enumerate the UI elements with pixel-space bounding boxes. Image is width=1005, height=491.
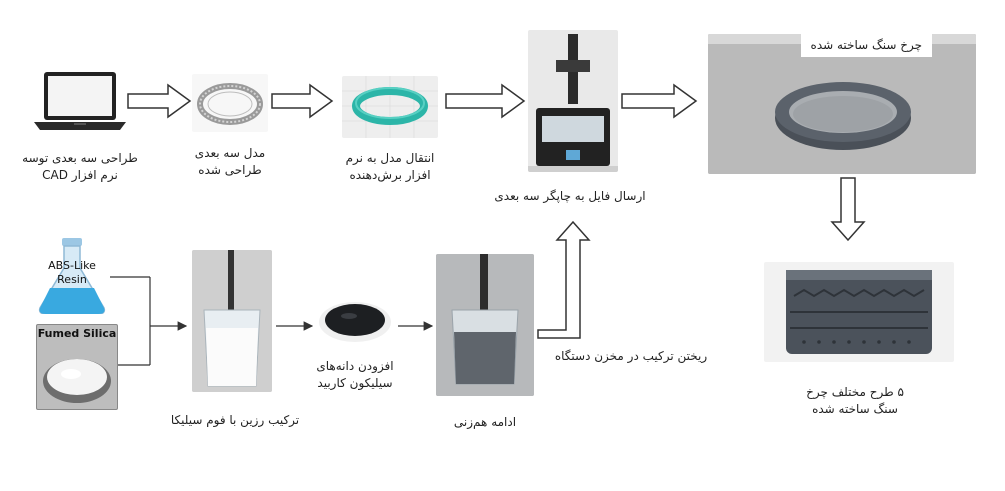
model-label: مدل سه بعدی طراحی شده [170, 145, 290, 179]
slicer-label: انتقال مدل به نرم افزار برش‌دهنده [320, 150, 460, 184]
wheel-label: چرخ سنگ ساخته شده [800, 34, 932, 57]
grinding-wheel-image: چرخ سنگ ساخته شده [708, 34, 976, 174]
slicer-model-image [342, 76, 438, 138]
hollow-arrow-pour-to-printer [537, 220, 591, 339]
laptop-icon [34, 70, 126, 134]
sic-label-line-1: افزودن دانه‌های [316, 359, 394, 373]
model-label-line-2: طراحی شده [198, 163, 262, 177]
hollow-arrow-printer-to-wheel [621, 83, 698, 119]
sic-label: افزودن دانه‌های سیلیکون کاربید [300, 358, 410, 392]
sic-label-line-2: سیلیکون کاربید [317, 376, 393, 390]
resin-flask-text-line-1: ABS-Like [48, 259, 96, 272]
resin-flask-text-line-2: Resin [57, 273, 87, 286]
slicer-label-line-1: انتقال مدل به نرم [345, 151, 435, 165]
printer-label: ارسال فایل به چاپگر سه بعدی [494, 189, 646, 203]
silica-title: Fumed Silica [37, 327, 117, 340]
mix-label: ترکیب رزین با فوم سیلیکا [170, 413, 300, 427]
resin-flask-text: ABS-Like Resin [34, 259, 110, 287]
designs-label-line-2: سنگ ساخته شده [812, 402, 898, 416]
model-label-line-1: مدل سه بعدی [194, 146, 266, 160]
designs-label: ۵ طرح مختلف چرخ سنگ ساخته شده [770, 384, 940, 418]
resin-mixing-image [192, 250, 272, 392]
stir-label: ادامه هم‌زنی [453, 415, 517, 429]
hollow-arrow-laptop-to-model [127, 83, 192, 119]
hollow-arrow-model-to-slicer [271, 83, 334, 119]
wheel-designs-image [764, 262, 954, 362]
continued-stirring-image [436, 254, 534, 396]
fumed-silica-image: Fumed Silica [36, 324, 118, 410]
bracket-resin-silica [110, 276, 188, 366]
3d-printer-image [528, 30, 618, 172]
designs-label-line-1: ۵ طرح مختلف چرخ [806, 385, 904, 399]
laptop-label-line-1: طراحی سه بعدی توسه [22, 151, 138, 165]
laptop-label-line-2: نرم افزار CAD [42, 168, 118, 182]
hollow-arrow-wheel-to-designs [830, 177, 866, 242]
slicer-label-line-2: افزار برش‌دهنده [349, 168, 431, 182]
laptop-label: طراحی سه بعدی توسه نرم افزار CAD [0, 150, 160, 184]
pour-label: ریختن ترکیب در مخزن دستگاه [554, 349, 708, 363]
resin-flask-icon: ABS-Like Resin [34, 238, 110, 315]
cad-model-image [192, 74, 268, 132]
hollow-arrow-slicer-to-printer [445, 83, 526, 119]
silicon-carbide-image [314, 296, 396, 346]
